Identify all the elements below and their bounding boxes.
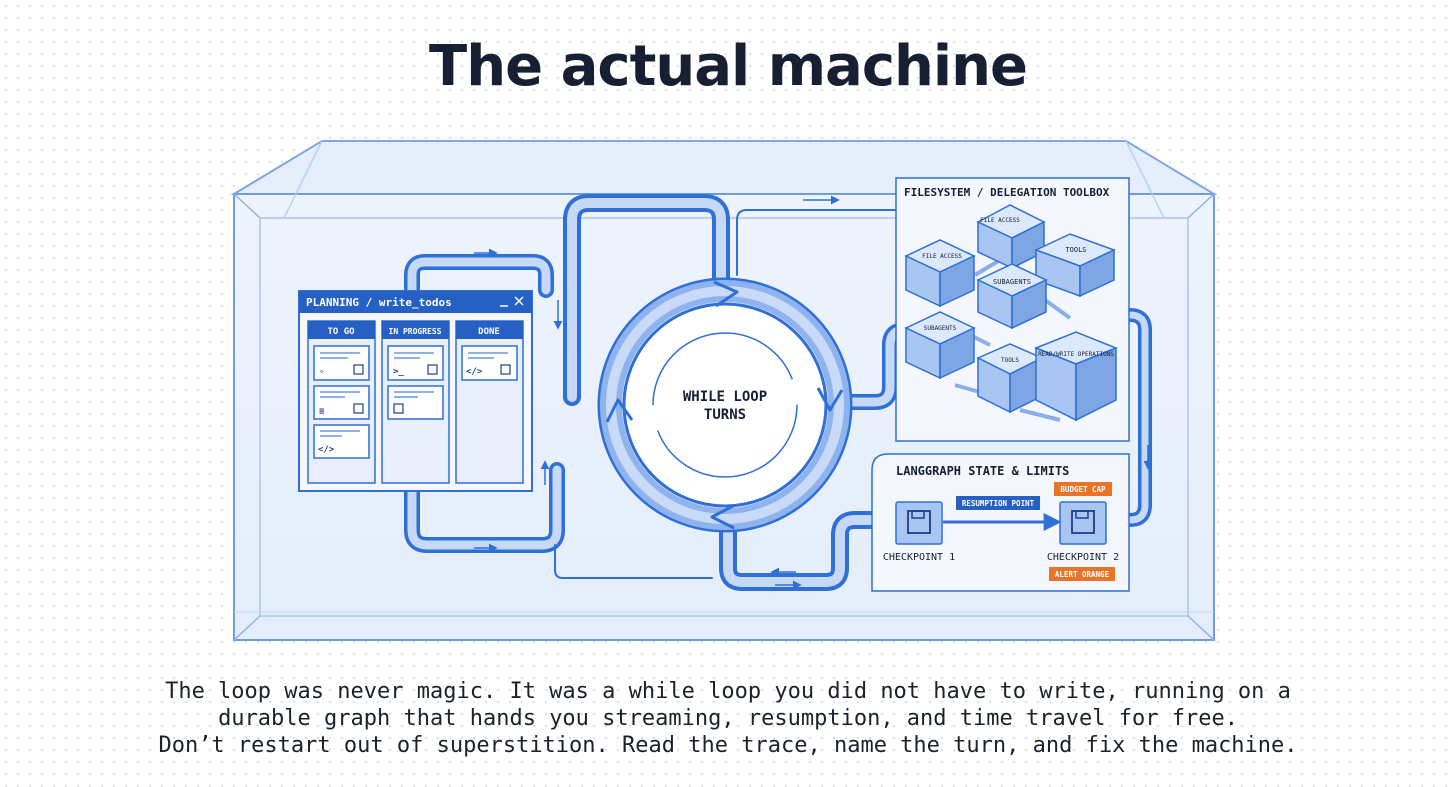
pipes — [404, 194, 1152, 591]
cube-label: TOOLS — [1001, 357, 1019, 364]
wand-icon: ✧ — [319, 367, 325, 377]
cube-tools-bottom: TOOLS — [976, 343, 1044, 414]
caption-line-2: durable graph that hands you streaming, … — [218, 706, 1238, 731]
cube-label: FILE ACCESS — [980, 217, 1020, 224]
code-icon: </> — [318, 445, 335, 455]
checkpoint-2-label: CHECKPOINT 2 — [1047, 552, 1119, 563]
cube-subagents-left: SUBAGENTS — [904, 311, 976, 380]
image-icon — [393, 403, 404, 414]
while-loop-ring: WHILE LOOP TURNS — [597, 277, 853, 533]
cube-label: SUBAGENTS — [924, 325, 957, 332]
code-icon: </> — [466, 367, 483, 377]
close-icon[interactable] — [514, 296, 524, 306]
cube-label: TOOLS — [1065, 246, 1086, 254]
planning-title: PLANNING / write_todos — [306, 296, 452, 309]
column-to-go: TO GO — [327, 327, 355, 337]
list-icon: ≡ — [319, 407, 325, 417]
doc-icon — [427, 364, 438, 375]
alert-orange-badge: ALERT ORANGE — [1055, 570, 1110, 579]
caption-line-3: Don’t restart out of superstition. Read … — [158, 733, 1298, 758]
column-done: DONE — [478, 327, 500, 337]
doc-icon — [353, 403, 364, 414]
toolbox-title: FILESYSTEM / DELEGATION TOOLBOX — [904, 186, 1110, 199]
state-limits-panel: LANGGRAPH STATE & LIMITS RESUMPTION POIN… — [871, 453, 1130, 592]
cube-file-access-left: FILE ACCESS — [904, 239, 976, 308]
task-card[interactable] — [387, 385, 444, 420]
loop-label-line2: TURNS — [704, 407, 746, 423]
column-in-progress: IN PROGRESS — [389, 327, 442, 336]
flow-arrows — [474, 195, 1153, 590]
loop-label-line1: WHILE LOOP — [683, 389, 767, 405]
terminal-icon: >_ — [393, 367, 404, 377]
state-title: LANGGRAPH STATE & LIMITS — [896, 464, 1069, 478]
caption-line-1: The loop was never magic. It was a while… — [165, 679, 1291, 704]
resumption-point-badge: RESUMPTION POINT — [962, 499, 1035, 508]
checkpoint-1-label: CHECKPOINT 1 — [883, 552, 955, 563]
doc-icon — [500, 364, 511, 375]
caption: The loop was never magic. It was a while… — [120, 678, 1336, 759]
checkpoint-1-node[interactable] — [895, 501, 943, 545]
page-title: The actual machine — [429, 34, 1028, 99]
doc-icon — [353, 364, 364, 375]
cube-label: READ/WRITE OPERATIONS — [1038, 351, 1114, 358]
cube-label: SUBAGENTS — [993, 278, 1031, 286]
cube-label: FILE ACCESS — [922, 253, 962, 260]
budget-cap-badge: BUDGET CAP — [1060, 485, 1106, 494]
cube-subagents-center: SUBAGENTS — [976, 263, 1048, 330]
checkpoint-2-node[interactable] — [1059, 501, 1107, 545]
toolbox-panel: FILESYSTEM / DELEGATION TOOLBOX FILE ACC… — [895, 177, 1130, 442]
cube-read-write: READ/WRITE OPERATIONS — [1033, 331, 1119, 422]
planning-window: PLANNING / write_todos TO GO IN PROGRESS… — [298, 290, 533, 492]
cube-file-access-top: FILE ACCESS — [976, 204, 1046, 270]
cube-tools-right: TOOLS — [1034, 233, 1116, 298]
